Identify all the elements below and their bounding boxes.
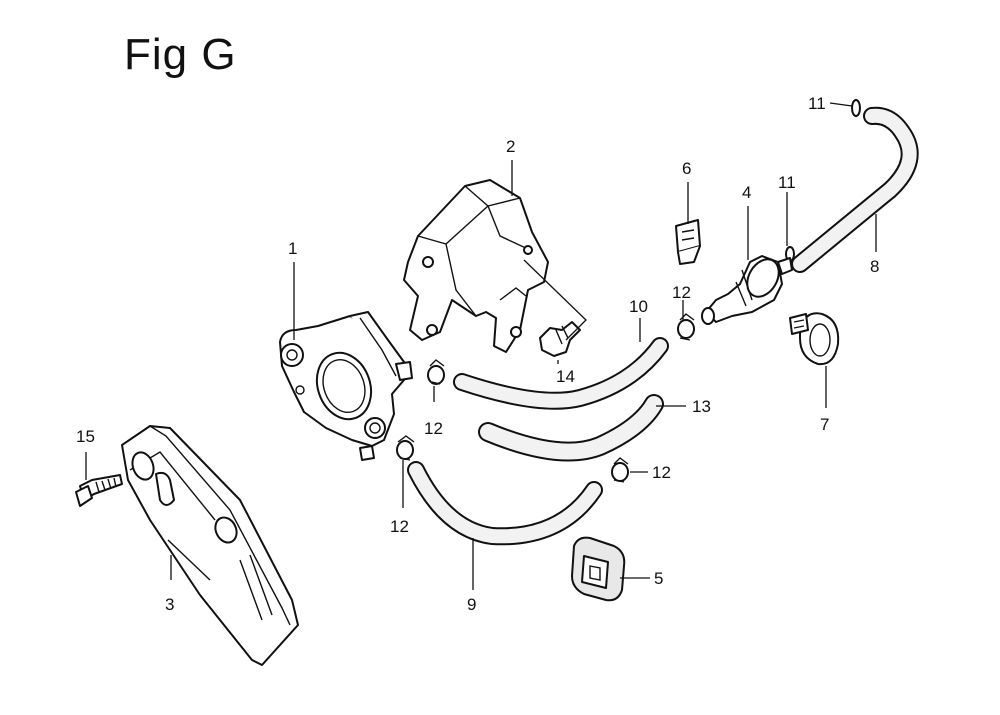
callout-2: 2 [506, 137, 515, 156]
part-5-grommet [571, 536, 626, 602]
part-14-bolt [539, 321, 581, 357]
callout-13: 13 [692, 397, 711, 416]
callout-5: 5 [654, 569, 663, 588]
part-11-clip-a [851, 99, 861, 117]
leader-lines [85, 102, 877, 590]
part-2-heat-shield [403, 179, 549, 353]
callout-11-top: 11 [808, 94, 826, 113]
part-1-insulator [279, 311, 413, 461]
part-12-clamp-c [677, 313, 695, 341]
part-6-clip [675, 219, 701, 265]
callout-labels: 1 2 3 4 5 6 7 8 9 10 11 11 12 12 12 12 1… [76, 94, 879, 614]
part-12-clamp-b [396, 435, 415, 461]
part-3-bracket [121, 425, 299, 666]
callout-1: 1 [288, 239, 297, 258]
callout-3: 3 [165, 595, 174, 614]
part-9-hose [407, 461, 603, 546]
part-4-fuel-filter [701, 255, 793, 325]
callout-15: 15 [76, 427, 95, 446]
part-10-hose [453, 337, 669, 410]
part-8-hose [791, 106, 919, 273]
callout-10: 10 [629, 297, 648, 316]
part-12-clamp-d [611, 457, 629, 483]
callout-11-mid: 11 [778, 173, 796, 192]
callout-12-d: 12 [652, 463, 671, 482]
callout-9: 9 [467, 595, 476, 614]
part-13-hose [478, 394, 664, 462]
figure-title: Fig G [124, 30, 237, 79]
callout-8: 8 [870, 257, 879, 276]
callout-4: 4 [742, 183, 751, 202]
callout-6: 6 [682, 159, 691, 178]
callout-12-a: 12 [424, 419, 443, 438]
part-15-bolt [75, 474, 123, 507]
part-7-hose-clamp [789, 312, 840, 366]
callout-7: 7 [820, 415, 829, 434]
callout-12-b: 12 [390, 517, 409, 536]
callout-12-c: 12 [672, 283, 691, 302]
callout-14: 14 [556, 367, 575, 386]
part-12-clamp-a [427, 359, 445, 385]
